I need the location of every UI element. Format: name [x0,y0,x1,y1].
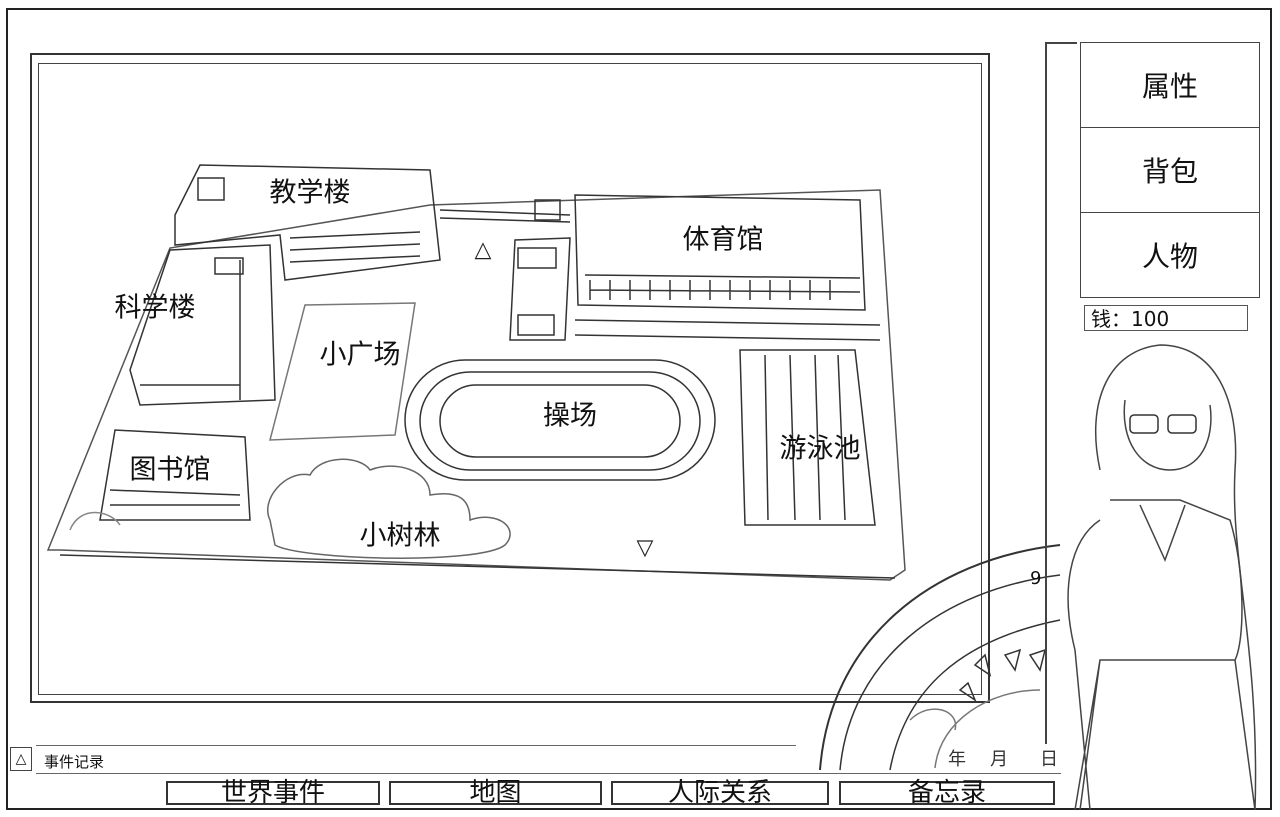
tab-map[interactable]: 地图 [389,780,602,806]
map-location-science-building[interactable]: 科学楼 [114,292,196,324]
event-log-toggle-icon[interactable]: △ [10,747,32,771]
side-menu: 属性 背包 人物 [1080,42,1260,298]
divider [36,773,1061,774]
map-location-teaching-building[interactable]: 教学楼 [269,177,351,209]
characters-button[interactable]: 人物 [1080,212,1260,298]
money-label: 钱： [1091,307,1131,331]
map-location-swimming-pool[interactable]: 游泳池 [779,433,861,465]
map-location-sports-field[interactable]: 操场 [543,400,597,432]
map-location-small-plaza[interactable]: 小广场 [319,339,401,371]
tab-relationships[interactable]: 人际关系 [611,780,829,806]
divider [36,745,796,746]
date-month: 月 [990,749,1008,770]
tab-world-events[interactable]: 世界事件 [166,780,380,806]
map-scroll-down-arrow-icon[interactable]: ▽ [636,535,654,561]
map-frame [30,53,990,703]
money-display: 钱：100 [1084,305,1248,331]
map-area [38,63,982,695]
date-day: 日 [1040,749,1058,770]
side-panel-rail [1045,42,1077,744]
backpack-button[interactable]: 背包 [1080,127,1260,212]
map-location-grove[interactable]: 小树林 [359,520,441,552]
attributes-button[interactable]: 属性 [1080,42,1260,127]
tab-memo[interactable]: 备忘录 [839,780,1055,806]
map-location-library[interactable]: 图书馆 [129,454,211,486]
map-scroll-up-arrow-icon[interactable]: △ [474,237,492,263]
game-window [6,8,1272,810]
money-value: 100 [1131,307,1170,331]
event-log: △ 事件记录 [8,745,1063,774]
event-log-title: 事件记录 [44,753,105,771]
clock-mark: 9 [1030,568,1042,589]
map-location-gymnasium[interactable]: 体育馆 [682,224,764,256]
date-year: 年 [948,749,966,770]
